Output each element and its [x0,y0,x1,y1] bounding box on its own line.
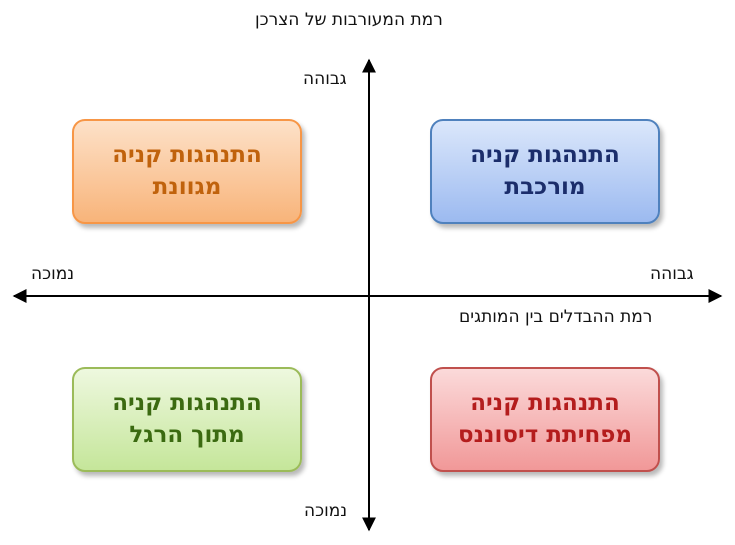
x-axis-title: רמת ההבדלים בין המותגים [459,307,653,327]
quadrant-line2: מגוונת [152,173,222,200]
y-axis-low-label: נמוכה [304,501,348,521]
quadrant-dissonance-reducing: התנהגות קניה מפחיתת דיסוננס [430,367,660,472]
quadrant-variety-seeking: התנהגות קניה מגוונת [72,119,302,224]
quadrant-habitual-buying: התנהגות קניה מתוך הרגל [72,367,302,472]
quadrant-line2: מתוך הרגל [129,421,245,448]
x-axis-low-label: נמוכה [31,264,75,284]
quadrant-line1: התנהגות קניה [470,390,620,417]
y-axis-title: רמת המעורבות של הצרכן [255,10,443,30]
quadrant-line1: התנהגות קניה [112,390,262,417]
quadrant-line2: מפחיתת דיסוננס [457,421,633,448]
y-axis-high-label: גבוהה [303,69,347,89]
x-axis-high-label: גבוהה [650,264,694,284]
quadrant-line1: התנהגות קניה [112,142,262,169]
quadrant-line1: התנהגות קניה [470,142,620,169]
quadrant-line2: מורכבת [504,173,586,200]
quadrant-complex-buying: התנהגות קניה מורכבת [430,119,660,224]
